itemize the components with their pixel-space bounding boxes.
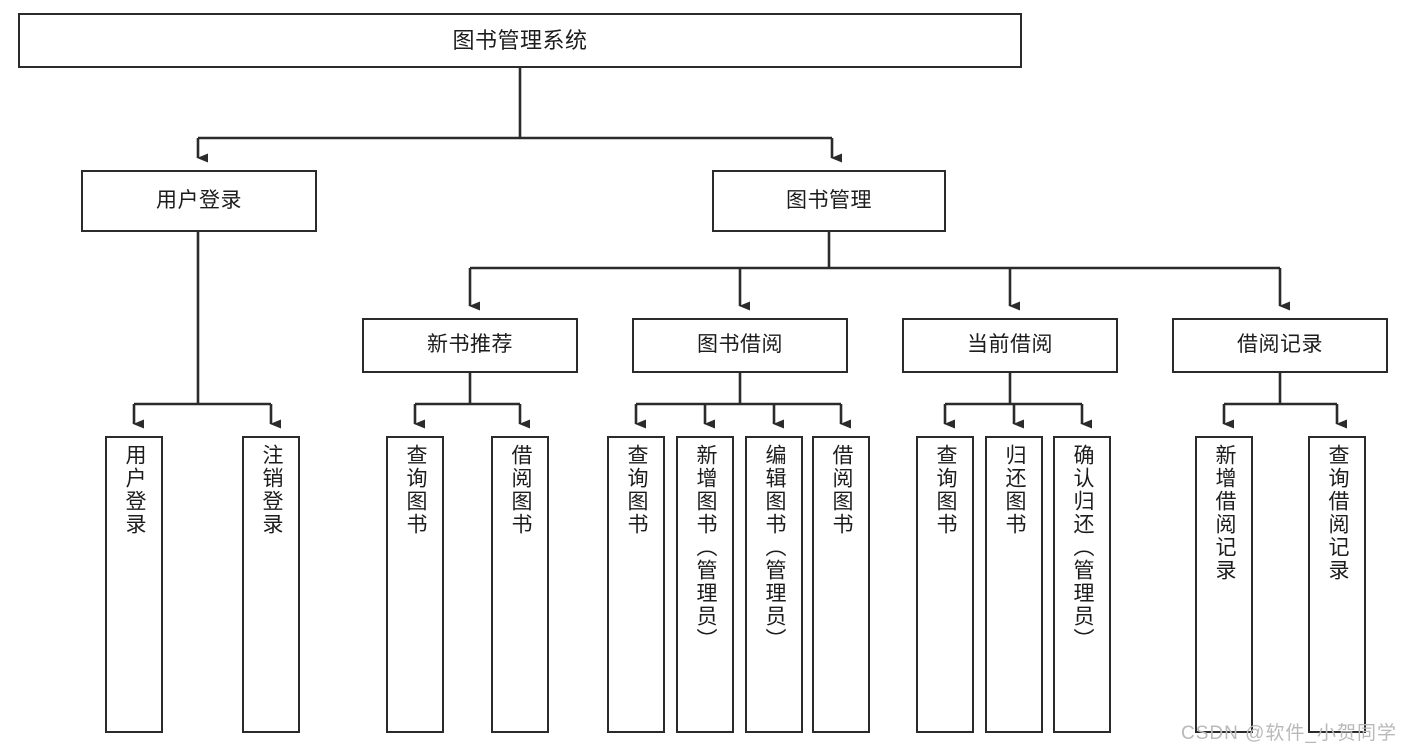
leaf-current-borrow-query[interactable]: 查询图书 xyxy=(916,436,974,733)
leaf-user-login-logout[interactable]: 注销登录 xyxy=(242,436,300,733)
node-label: 借阅图书 xyxy=(830,444,854,536)
leaf-new-book-query[interactable]: 查询图书 xyxy=(386,436,444,733)
node-book-borrow[interactable]: 图书借阅 xyxy=(632,318,848,373)
node-label: 借阅记录 xyxy=(1237,333,1323,357)
leaf-records-add[interactable]: 新增借阅记录 xyxy=(1195,436,1253,733)
node-label: 图书管理系统 xyxy=(452,27,588,53)
node-label: 新增借阅记录 xyxy=(1213,444,1237,582)
leaf-user-login-login[interactable]: 用户登录 xyxy=(105,436,163,733)
node-user-login[interactable]: 用户登录 xyxy=(81,170,317,232)
node-label: 图书借阅 xyxy=(697,333,783,357)
node-label: 图书管理 xyxy=(786,188,872,212)
node-label: 当前借阅 xyxy=(967,333,1053,357)
leaf-book-borrow-add[interactable]: 新增图书（管理员） xyxy=(676,436,734,733)
node-label: 用户登录 xyxy=(156,188,242,212)
node-current-borrow[interactable]: 当前借阅 xyxy=(902,318,1118,373)
node-new-book-recommend[interactable]: 新书推荐 xyxy=(362,318,578,373)
node-root-library-system[interactable]: 图书管理系统 xyxy=(18,13,1022,68)
leaf-book-borrow-borrow[interactable]: 借阅图书 xyxy=(812,436,870,733)
leaf-current-borrow-confirm-return[interactable]: 确认归还（管理员） xyxy=(1053,436,1111,733)
node-label: 确认归还（管理员） xyxy=(1071,444,1095,651)
node-label: 用户登录 xyxy=(123,444,147,536)
node-label: 新书推荐 xyxy=(427,333,513,357)
node-label: 查询图书 xyxy=(934,444,958,536)
leaf-current-borrow-return[interactable]: 归还图书 xyxy=(985,436,1043,733)
leaf-new-book-borrow[interactable]: 借阅图书 xyxy=(491,436,549,733)
node-label: 编辑图书（管理员） xyxy=(763,444,787,651)
node-label: 查询图书 xyxy=(404,444,428,536)
node-label: 注销登录 xyxy=(260,444,284,536)
node-label: 查询图书 xyxy=(625,444,649,536)
node-borrow-records[interactable]: 借阅记录 xyxy=(1172,318,1388,373)
leaf-book-borrow-edit[interactable]: 编辑图书（管理员） xyxy=(745,436,803,733)
node-label: 借阅图书 xyxy=(509,444,533,536)
leaf-records-query[interactable]: 查询借阅记录 xyxy=(1308,436,1366,733)
node-label: 新增图书（管理员） xyxy=(694,444,718,651)
node-label: 归还图书 xyxy=(1003,444,1027,536)
node-label: 查询借阅记录 xyxy=(1326,444,1350,582)
node-book-management[interactable]: 图书管理 xyxy=(712,170,946,232)
leaf-book-borrow-query[interactable]: 查询图书 xyxy=(607,436,665,733)
